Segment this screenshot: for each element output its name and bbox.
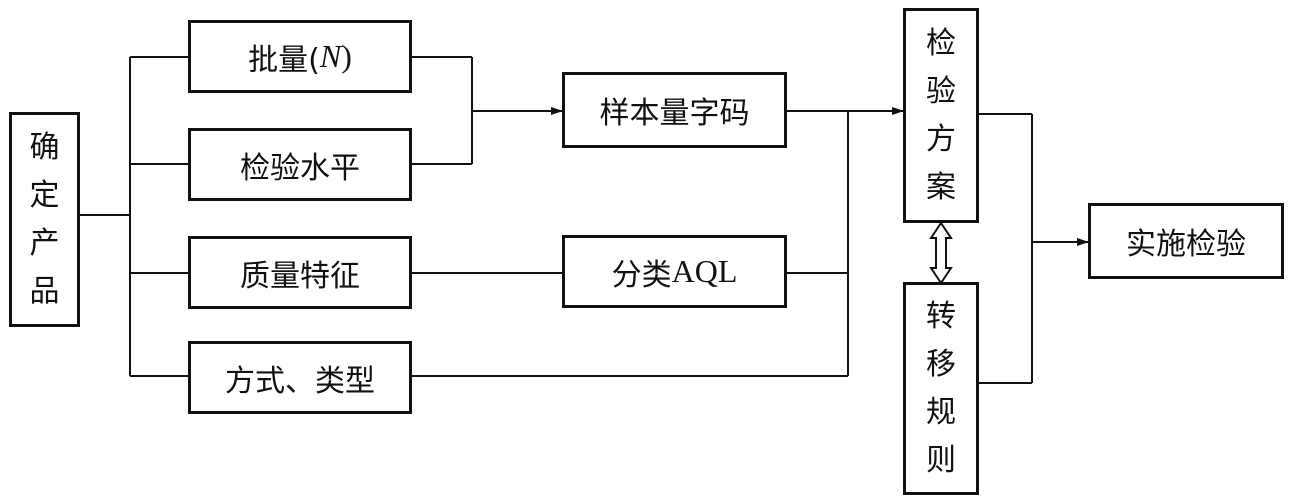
sample-code-box: 样本量字码 [562,72,787,148]
product-char: 产 [29,225,60,261]
switching-rules-box: 转 移 规 则 [903,282,979,495]
switching-char: 转 [926,298,956,334]
scheme-char: 验 [926,73,956,109]
sample-code-label: 样本量字码 [599,96,750,131]
lot-size-prefix: 批量( [248,42,320,78]
scheme-char: 方 [926,121,956,157]
aql-suffix: AQL [671,253,738,289]
inspection-scheme-box: 检 验 方 案 [903,8,979,223]
switching-char: 移 [926,346,956,382]
mode-type-label: 方式、类型 [225,363,375,399]
scheme-char: 检 [926,25,956,61]
execute-inspection-label: 实施检验 [1126,227,1246,262]
lot-size-suffix: ) [341,38,352,74]
mode-type-box: 方式、类型 [188,341,412,414]
switching-char: 规 [926,394,956,430]
double-arrow-icon [929,221,953,285]
scheme-char: 案 [926,169,956,205]
inspection-level-box: 检验水平 [188,128,412,201]
product-box: 确 定 产 品 [9,112,80,327]
aql-prefix: 分类 [611,257,672,293]
inspection-level-label: 检验水平 [240,150,360,186]
quality-characteristic-box: 质量特征 [188,236,412,309]
product-char: 确 [29,129,60,165]
quality-characteristic-label: 质量特征 [240,258,360,294]
switching-char: 则 [926,442,956,478]
product-char: 品 [29,273,60,309]
execute-inspection-box: 实施检验 [1088,203,1284,279]
product-char: 定 [29,177,60,213]
lot-size-box: 批量( N ) [188,20,412,93]
lot-size-symbol: N [319,38,342,74]
aql-box: 分类 AQL [562,235,787,308]
